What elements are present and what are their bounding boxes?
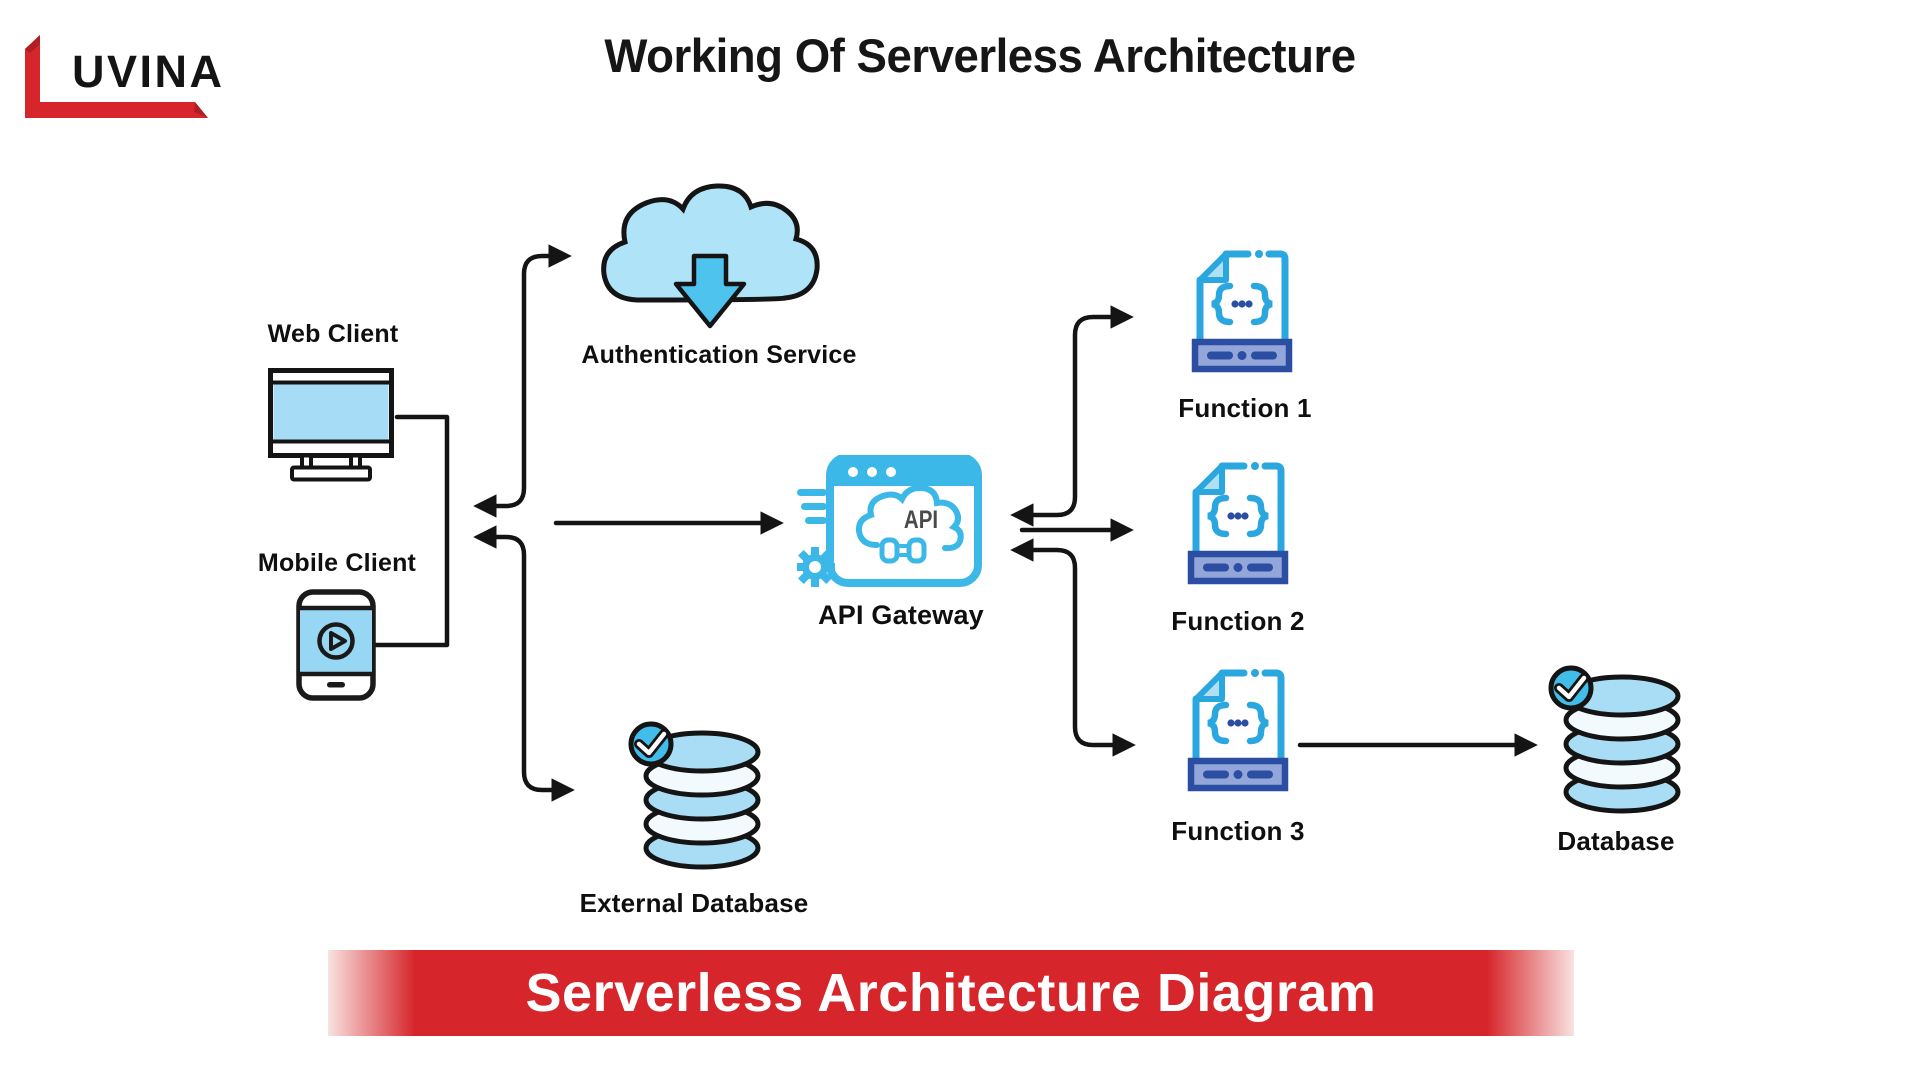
banner-title: Serverless Architecture Diagram (525, 963, 1377, 1023)
code-file-icon (1187, 669, 1289, 792)
desktop-monitor-icon (268, 368, 394, 482)
code-file-icon (1187, 462, 1289, 585)
cloud-download-icon (601, 183, 820, 329)
api-badge-text: API (904, 505, 938, 533)
edge-apigateway-function1 (1010, 305, 1134, 527)
edge-clients-externaldb (473, 525, 575, 802)
auth-service-label: Authentication Service (581, 341, 857, 369)
function3-label: Function 3 (1171, 816, 1305, 846)
api-gateway-label: API Gateway (818, 600, 984, 630)
smartphone-play-icon (296, 589, 376, 701)
clients-bracket-line (372, 414, 450, 648)
logo-l-shape-icon (25, 35, 208, 118)
company-logo: UVINA (25, 22, 235, 122)
database-label: Database (1557, 826, 1675, 856)
logo-wordmark: UVINA (72, 46, 225, 97)
database-check-icon (1548, 665, 1681, 814)
edge-apigateway-function3 (1010, 538, 1136, 757)
database-check-icon (628, 721, 761, 870)
external-database-label: External Database (579, 888, 809, 918)
function1-label: Function 1 (1178, 393, 1312, 423)
edge-clients-auth (473, 244, 572, 518)
page-title: Working Of Serverless Architecture (604, 29, 1356, 82)
browser-api-cloud-gear-icon: API (797, 455, 982, 587)
bottom-banner: Serverless Architecture Diagram (328, 950, 1574, 1036)
code-file-icon (1191, 250, 1293, 373)
gear-icon (797, 547, 835, 587)
web-client-label: Web Client (267, 320, 399, 348)
function2-label: Function 2 (1171, 606, 1305, 636)
mobile-client-label: Mobile Client (257, 549, 417, 577)
